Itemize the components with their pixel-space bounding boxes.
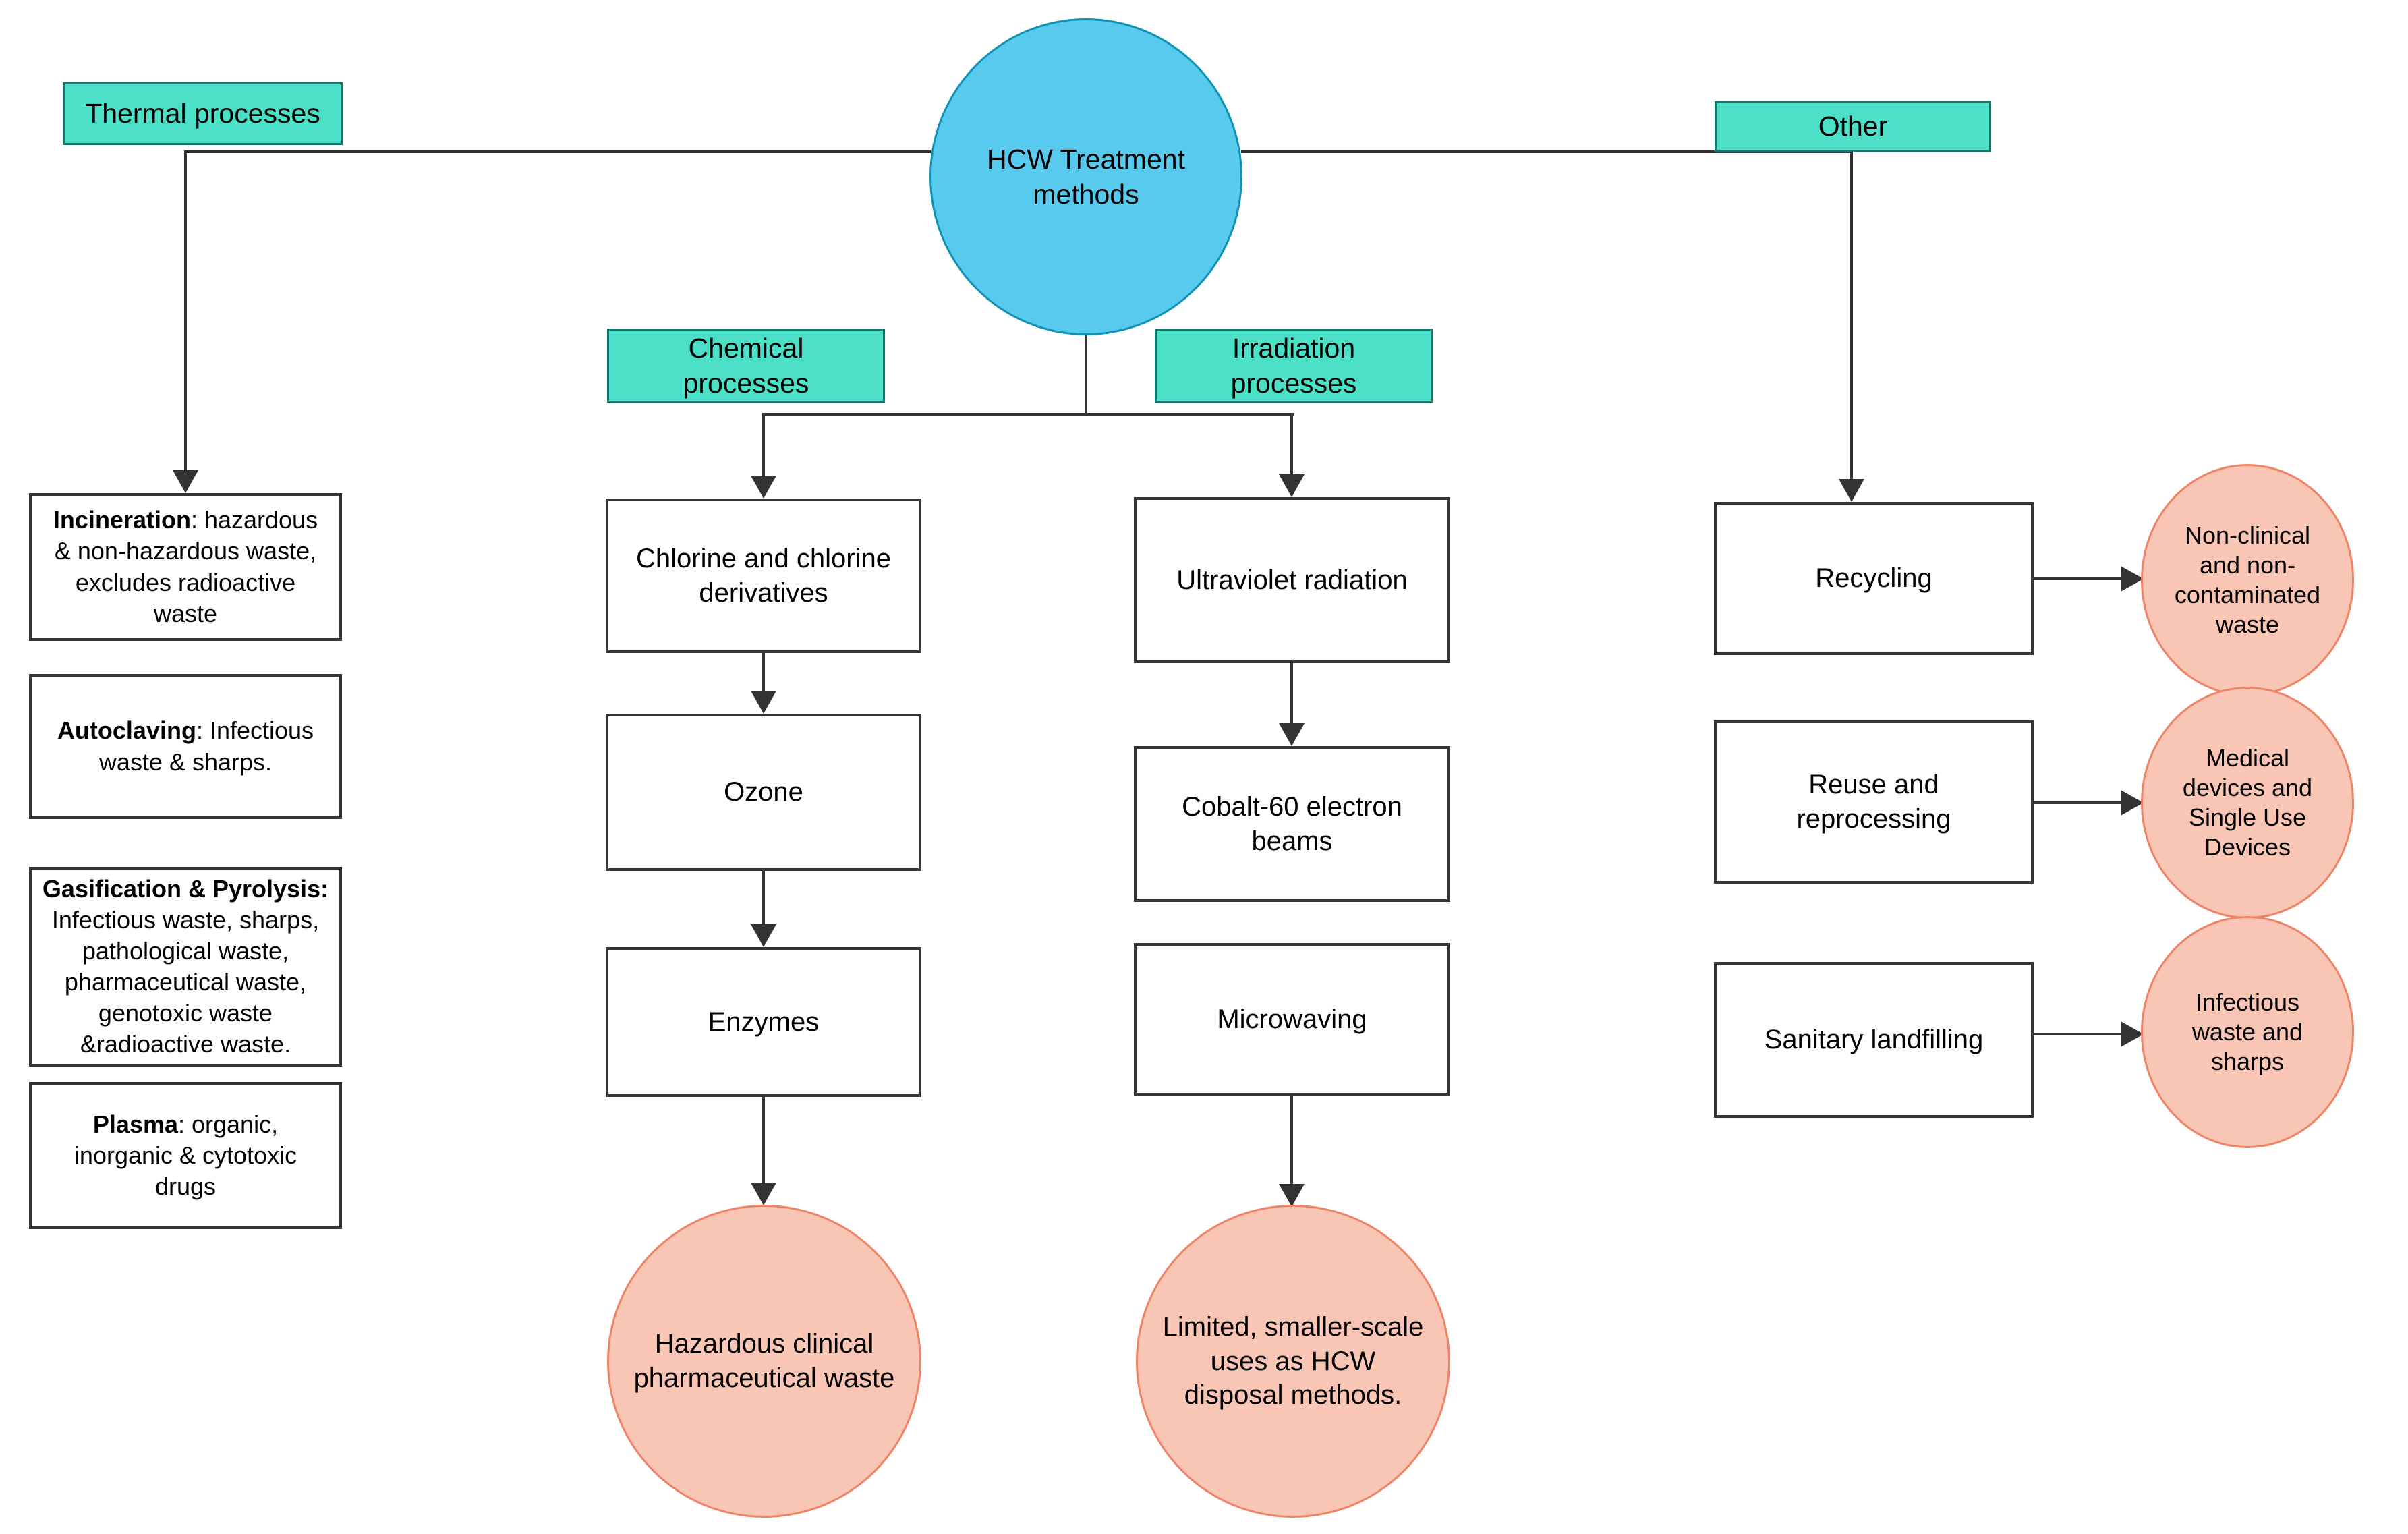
enzymes-text: Enzymes — [708, 1006, 820, 1037]
autoclaving-box: Autoclaving: Infectious waste & sharps. — [29, 674, 342, 819]
ultraviolet-radiation-box: Ultraviolet radiation — [1134, 497, 1450, 663]
connector-uv-cobalt — [1290, 663, 1293, 725]
enzymes-box: Enzymes — [606, 947, 921, 1097]
connector-chemical-drop — [762, 413, 765, 477]
arrowhead-into-ozone — [751, 691, 776, 714]
infectious-line3: sharps — [2210, 1047, 2285, 1075]
arrowhead-into-incineration — [173, 470, 198, 493]
cobalt60-box: Cobalt-60 electron beams — [1134, 746, 1450, 902]
recycling-box: Recycling — [1714, 502, 2034, 655]
connector-center-split — [762, 413, 1294, 416]
nonclinical-line2: and non- — [2199, 551, 2296, 579]
recycling-text: Recycling — [1815, 563, 1932, 594]
hazardous-pharma-waste-circle: Hazardous clinical pharmaceutical waste — [607, 1205, 921, 1518]
microwaving-box: Microwaving — [1134, 943, 1450, 1096]
sanitary-text: Sanitary landfilling — [1764, 1025, 1984, 1055]
nonclinical-line3: contaminated — [2174, 581, 2321, 608]
connector-irradiation-drop — [1290, 413, 1293, 476]
arrowhead-into-nonclinical-circle — [2121, 566, 2144, 592]
reuse-reprocessing-box: Reuse and reprocessing — [1714, 720, 2034, 884]
root-label-line2: methods — [1033, 179, 1139, 210]
arrowhead-into-uv — [1279, 474, 1305, 497]
hazardous-text-line1: Hazardous clinical — [654, 1329, 874, 1359]
limited-text-line3: disposal methods. — [1184, 1380, 1402, 1411]
microwaving-text: Microwaving — [1217, 1004, 1367, 1034]
connector-reuse-outcome — [2034, 801, 2145, 804]
reuse-text-line1: Reuse and — [1808, 770, 1939, 800]
medical-devices-circle: Medical devices and Single Use Devices — [2141, 687, 2354, 919]
incineration-box: Incineration: hazardous & non-hazardous … — [29, 493, 342, 641]
sanitary-landfilling-box: Sanitary landfilling — [1714, 962, 2034, 1118]
connector-chlorine-ozone — [762, 653, 765, 692]
nonclinical-line4: waste — [2215, 610, 2280, 638]
chemical-label-line1: Chemical — [688, 332, 804, 364]
arrowhead-into-hazardous-circle — [751, 1183, 776, 1205]
category-label-irradiation-processes: Irradiation processes — [1155, 329, 1433, 403]
medical-line1: Medical — [2205, 744, 2290, 772]
thermal-label-text: Thermal processes — [85, 98, 320, 130]
cobalt60-text-line1: Cobalt-60 electron — [1182, 791, 1402, 822]
connector-right-horizontal — [1241, 150, 1853, 153]
category-label-thermal-processes: Thermal processes — [63, 82, 343, 145]
arrowhead-into-infectious-circle — [2121, 1021, 2144, 1047]
infectious-waste-circle: Infectious waste and sharps — [2141, 916, 2354, 1148]
reuse-text-line2: reprocessing — [1796, 804, 1951, 834]
chlorine-text-line1: Chlorine and chlorine — [635, 543, 891, 573]
ozone-box: Ozone — [606, 714, 921, 871]
medical-line2: devices and — [2182, 774, 2313, 802]
root-node-hcw-treatment-methods: HCW Treatment methods — [929, 18, 1242, 335]
connector-microwaving-outcome — [1290, 1096, 1293, 1185]
connector-sanitary-outcome — [2034, 1033, 2145, 1035]
ozone-text: Ozone — [724, 777, 803, 807]
arrowhead-into-medical-circle — [2121, 790, 2144, 816]
other-label-text: Other — [1818, 111, 1888, 142]
limited-text-line1: Limited, smaller-scale — [1162, 1311, 1424, 1342]
connector-ozone-enzymes — [762, 871, 765, 926]
category-label-other: Other — [1715, 101, 1991, 152]
incineration-text: Incineration: hazardous & non-hazardous … — [53, 506, 318, 627]
nonclinical-line1: Non-clinical — [2184, 521, 2311, 550]
connector-left-horizontal — [185, 150, 931, 153]
infectious-line1: Infectious — [2195, 988, 2300, 1017]
arrowhead-into-limited-circle — [1279, 1184, 1305, 1207]
medical-line3: Single Use — [2188, 803, 2307, 831]
root-label-line1: HCW Treatment — [987, 143, 1185, 175]
nonclinical-waste-circle: Non-clinical and non- contaminated waste — [2141, 464, 2354, 696]
medical-line4: Devices — [2204, 832, 2291, 861]
connector-left-vertical — [184, 150, 187, 472]
irradiation-label-line2: processes — [1230, 368, 1357, 399]
plasma-text: Plasma: organic, inorganic & cytotoxic d… — [74, 1110, 297, 1201]
connector-root-stem — [1085, 331, 1087, 416]
chlorine-box: Chlorine and chlorine derivatives — [606, 499, 921, 653]
infectious-line2: waste and — [2191, 1018, 2303, 1046]
arrowhead-into-recycling — [1839, 479, 1864, 502]
autoclaving-text: Autoclaving: Infectious waste & sharps. — [57, 716, 314, 776]
connector-right-vertical — [1850, 150, 1853, 480]
hazardous-text-line2: pharmaceutical waste — [633, 1363, 895, 1393]
category-label-chemical-processes: Chemical processes — [607, 329, 885, 403]
plasma-box: Plasma: organic, inorganic & cytotoxic d… — [29, 1082, 342, 1229]
irradiation-label-line1: Irradiation — [1232, 332, 1356, 364]
limited-text-line2: uses as HCW — [1210, 1346, 1376, 1376]
chlorine-text-line2: derivatives — [699, 577, 828, 608]
gasification-pyrolysis-text: Gasification & Pyrolysis: Infectious was… — [42, 874, 329, 1058]
connector-recycling-outcome — [2034, 577, 2145, 580]
arrowhead-into-enzymes — [751, 924, 776, 947]
limited-uses-circle: Limited, smaller-scale uses as HCW dispo… — [1136, 1205, 1450, 1518]
ultraviolet-text: Ultraviolet radiation — [1176, 565, 1408, 595]
gasification-pyrolysis-box: Gasification & Pyrolysis: Infectious was… — [29, 867, 342, 1067]
connector-enzymes-outcome — [762, 1097, 765, 1184]
arrowhead-into-cobalt — [1279, 723, 1305, 746]
chemical-label-line2: processes — [683, 368, 809, 399]
arrowhead-into-chlorine — [751, 476, 776, 499]
cobalt60-text-line2: beams — [1251, 826, 1333, 856]
